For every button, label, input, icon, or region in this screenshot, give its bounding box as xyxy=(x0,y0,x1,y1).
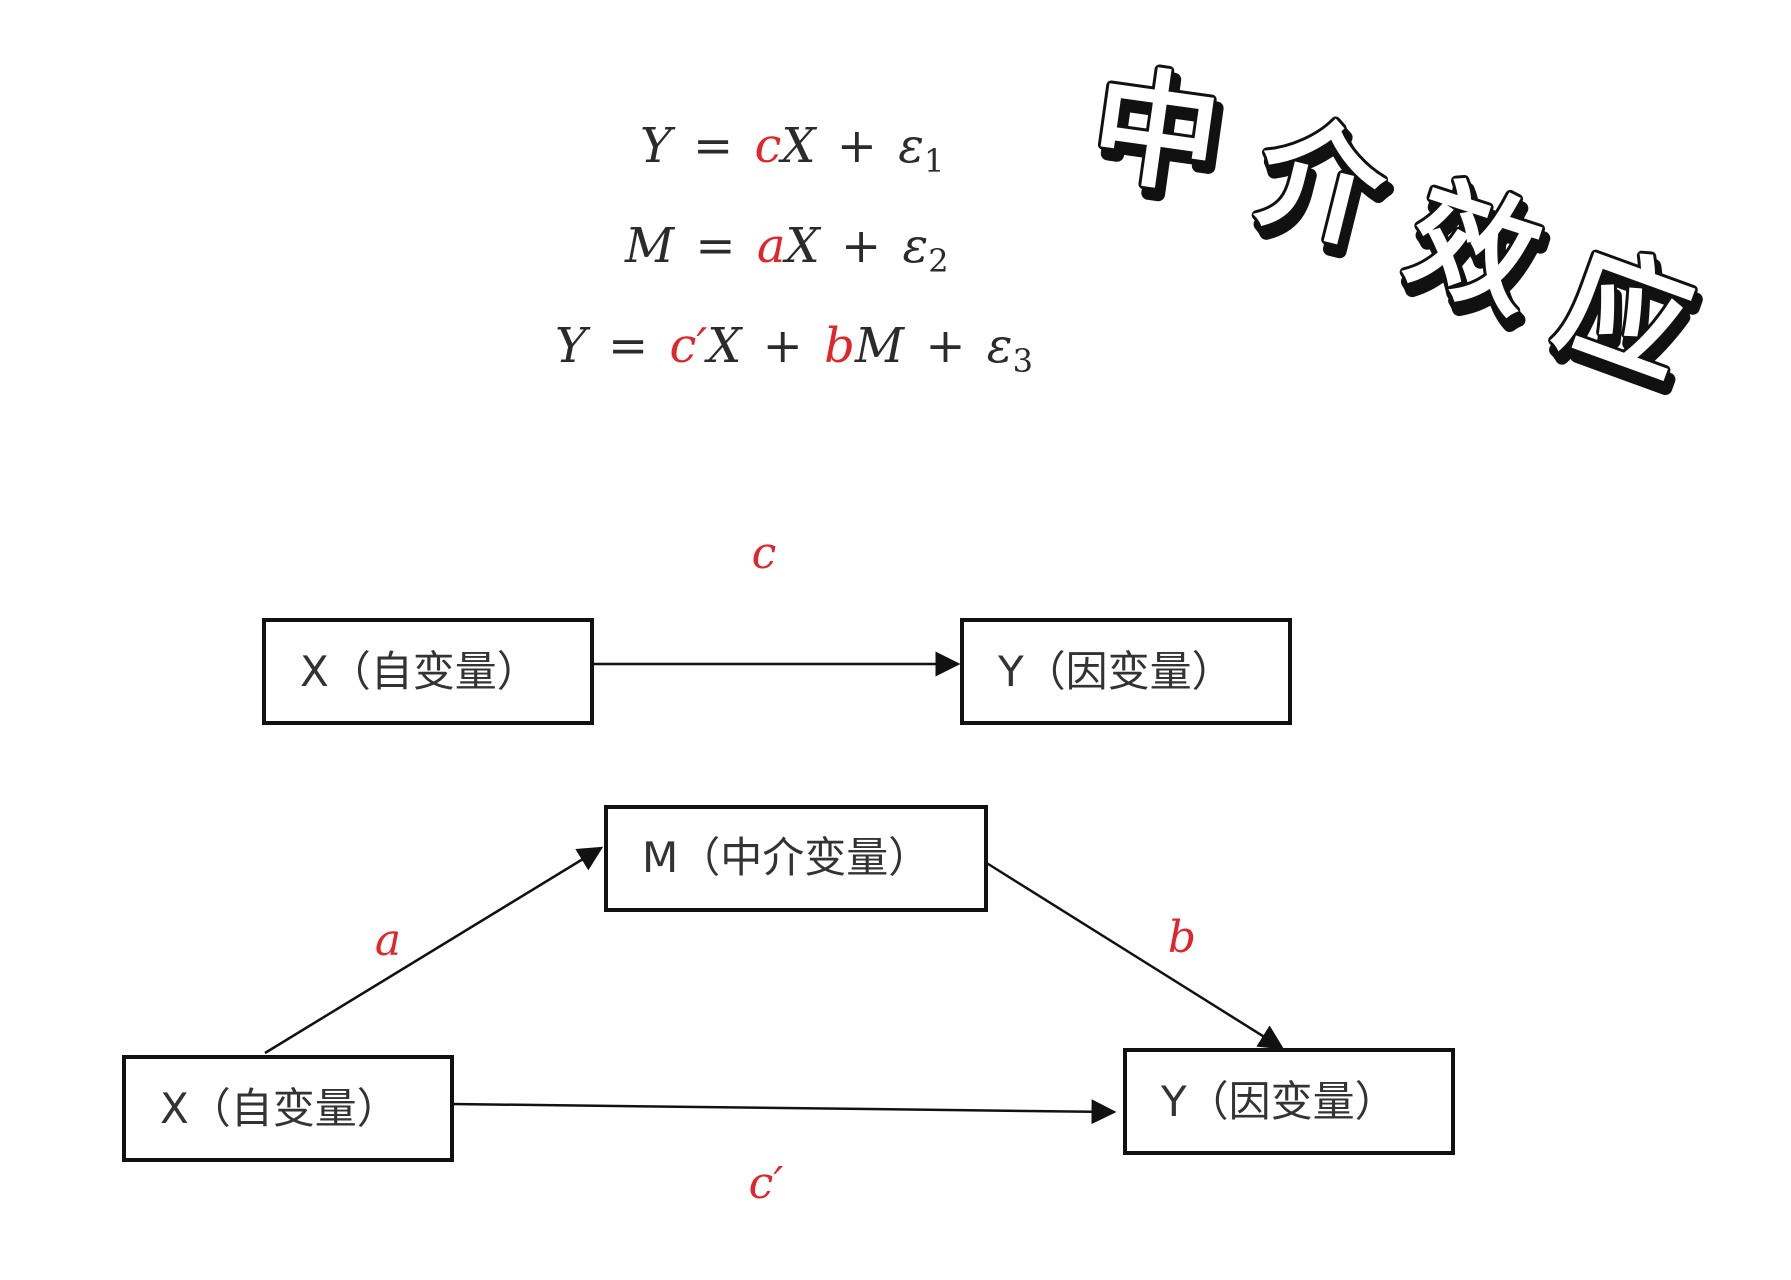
path-label-a: a xyxy=(375,915,401,966)
node-x-bottom xyxy=(122,1055,454,1162)
equations: Y = cX + ε1 M = aX + ε2 Y = c′X + bM + ε… xyxy=(555,118,1033,380)
svg-text:中: 中 xyxy=(1083,50,1228,213)
node-y-bottom-label: Y（因变量） xyxy=(1160,1077,1397,1126)
title-char-3: 效 效 xyxy=(1388,156,1564,352)
mediation-diagram: a b c′ M（中介变量） X（自变量） Y（因变量） xyxy=(122,805,1455,1209)
equation-2: M = aX + ε2 xyxy=(624,218,949,280)
title-char-4: 应 应 xyxy=(1538,221,1718,420)
node-y-top-label: Y（因变量） xyxy=(997,647,1234,696)
node-m xyxy=(604,805,988,912)
node-y-bottom xyxy=(1123,1048,1455,1155)
title-group: 中 中 介 介 效 效 应 应 xyxy=(1080,47,1718,420)
node-m-label: M（中介变量） xyxy=(642,833,930,882)
total-effect-diagram: c X（自变量） Y（因变量） xyxy=(262,528,1292,725)
node-y-top xyxy=(960,618,1292,725)
path-label-c-prime: c′ xyxy=(749,1158,784,1209)
title-char-1: 中 中 xyxy=(1080,47,1238,227)
equation-1: Y = cX + ε1 xyxy=(640,118,944,180)
arrow-m-to-y xyxy=(984,860,1285,1050)
title-char-2: 介 介 xyxy=(1239,93,1410,284)
path-label-c: c xyxy=(752,528,777,579)
path-label-b: b xyxy=(1168,912,1196,963)
node-x-bottom-label: X（自变量） xyxy=(160,1084,399,1133)
arrow-x-to-y-direct xyxy=(451,1099,1117,1125)
node-x-top xyxy=(262,618,594,725)
node-x-top-label: X（自变量） xyxy=(300,647,539,696)
equation-3: Y = c′X + bM + ε3 xyxy=(555,318,1033,380)
arrow-x-to-m xyxy=(264,846,604,1055)
svg-text:中: 中 xyxy=(1088,59,1233,222)
svg-text:介: 介 xyxy=(1242,96,1401,269)
